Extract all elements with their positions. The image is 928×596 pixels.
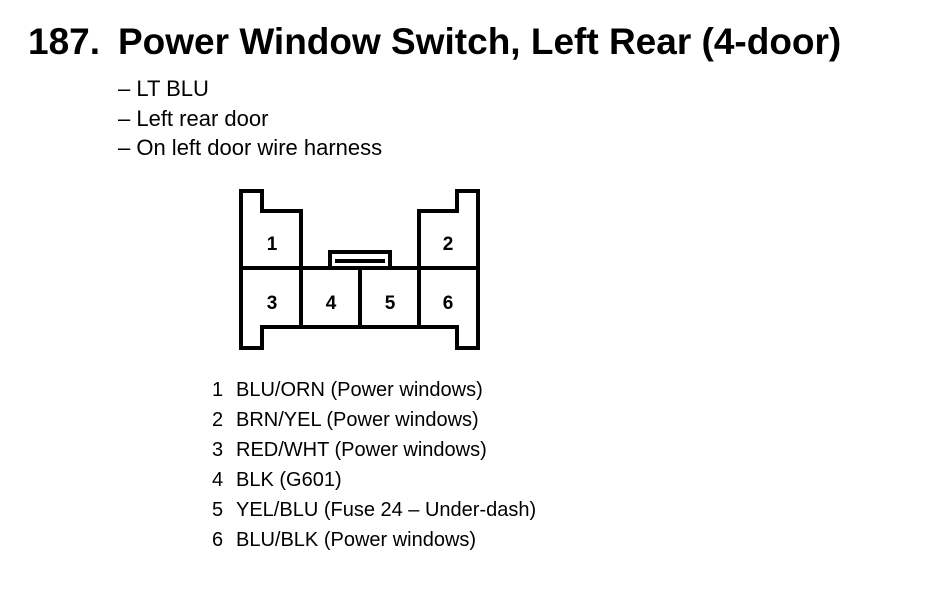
connector-outline: [239, 189, 480, 350]
pin-label-2: 2: [443, 234, 454, 255]
pin-description: 6 BLU/BLK (Power windows): [212, 525, 536, 555]
detail-harness: – On left door wire harness: [118, 135, 383, 160]
detail-connector-color: – LT BLU: [118, 76, 209, 101]
pin-wire-text: BRN/YEL (Power windows): [236, 409, 479, 431]
pin-wire-text: RED/WHT (Power windows): [236, 439, 487, 461]
pin-label-6: 6: [443, 293, 454, 314]
page-title: 187. Power Window Switch, Left Rear (4-do…: [28, 20, 841, 64]
pin-number: 3: [212, 439, 224, 461]
connector-details: – LT BLU – Left rear door – On left door…: [118, 74, 382, 163]
pin-label-5: 5: [385, 293, 396, 314]
pin-description-list: 1 BLU/ORN (Power windows) 2 BRN/YEL (Power…: [212, 375, 536, 555]
pin-description: 4 BLK (G601): [212, 465, 536, 495]
pin-wire-text: YEL/BLU (Fuse 24 – Under-dash): [236, 499, 537, 521]
pin-wire-text: BLU/ORN (Power windows): [236, 379, 483, 401]
pin-description: 3 RED/WHT (Power windows): [212, 435, 536, 465]
pin-number: 6: [212, 529, 224, 551]
pin-number: 2: [212, 409, 224, 431]
pin-number: 4: [212, 469, 224, 491]
pin-label-1: 1: [267, 234, 278, 255]
detail-location: – Left rear door: [118, 105, 269, 131]
pin-number: 1: [212, 379, 224, 401]
component-number: 187.: [28, 21, 101, 62]
pin-label-4: 4: [326, 293, 337, 314]
pin-wire-text: BLK (G601): [236, 469, 342, 491]
pin-description: 2 BRN/YEL (Power windows): [212, 405, 536, 435]
pin-number: 5: [212, 499, 224, 521]
pin-wire-text: BLU/BLK (Power windows): [236, 529, 477, 551]
pin-label-3: 3: [267, 293, 278, 314]
pin-description: 1 BLU/ORN (Power windows): [212, 375, 536, 405]
component-title: Power Window Switch, Left Rear (4-door): [118, 21, 842, 62]
pin-description: 5 YEL/BLU (Fuse 24 – Under-dash): [212, 495, 536, 525]
